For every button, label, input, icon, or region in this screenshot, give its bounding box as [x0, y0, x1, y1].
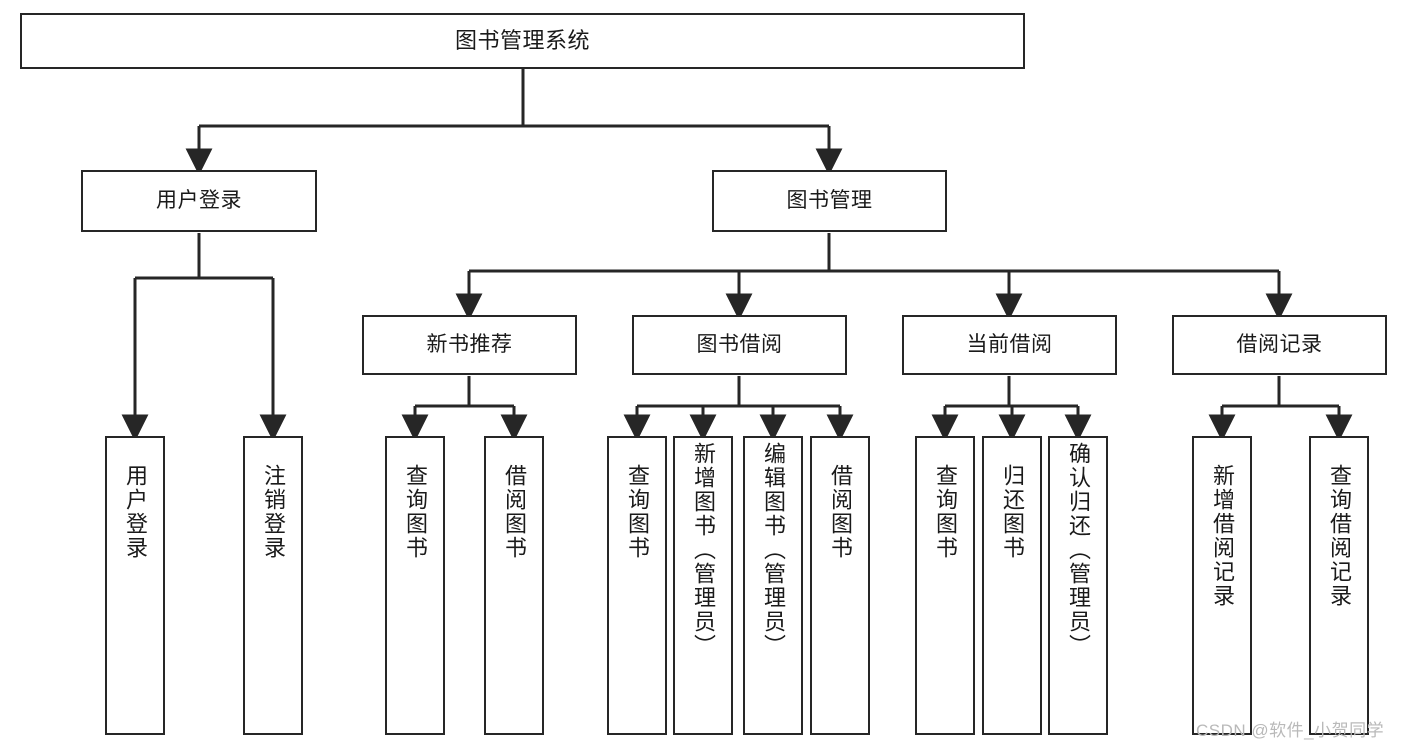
leaf-new-book-borrow-book[interactable]: 借阅图书	[484, 436, 544, 735]
leaf-book-borrow-borrow-book[interactable]: 借阅图书	[810, 436, 870, 735]
leaf-current-borrow-confirm-return-admin[interactable]: 确认归还（管理员）	[1048, 436, 1108, 735]
node-label: 注销登录	[261, 464, 286, 560]
node-label: 编辑图书（管理员）	[761, 442, 786, 658]
node-label: 查询图书	[625, 464, 650, 560]
node-label: 确认归还（管理员）	[1066, 442, 1091, 658]
leaf-new-book-query-book[interactable]: 查询图书	[385, 436, 445, 735]
node-borrow-record[interactable]: 借阅记录	[1172, 315, 1387, 375]
node-label: 图书借阅	[696, 332, 783, 356]
node-label: 图书管理系统	[454, 28, 590, 54]
node-user-login[interactable]: 用户登录	[81, 170, 317, 232]
node-label: 新增借阅记录	[1210, 464, 1235, 608]
node-label: 查询图书	[933, 464, 958, 560]
node-label: 用户登录	[156, 188, 242, 212]
node-label: 借阅记录	[1236, 332, 1323, 356]
leaf-current-borrow-query-book[interactable]: 查询图书	[915, 436, 975, 735]
leaf-borrow-record-query-record[interactable]: 查询借阅记录	[1309, 436, 1369, 735]
node-book-management[interactable]: 图书管理	[712, 170, 947, 232]
leaf-borrow-record-add-record[interactable]: 新增借阅记录	[1192, 436, 1252, 735]
leaf-book-borrow-edit-book-admin[interactable]: 编辑图书（管理员）	[743, 436, 803, 735]
node-label: 借阅图书	[828, 464, 853, 560]
node-label: 归还图书	[1000, 464, 1025, 560]
node-book-borrow[interactable]: 图书借阅	[632, 315, 847, 375]
node-label: 借阅图书	[502, 464, 527, 560]
node-label: 查询借阅记录	[1327, 464, 1352, 608]
node-label: 当前借阅	[966, 332, 1053, 356]
node-label: 用户登录	[123, 464, 148, 560]
leaf-book-borrow-query-book[interactable]: 查询图书	[607, 436, 667, 735]
leaf-current-borrow-return-book[interactable]: 归还图书	[982, 436, 1042, 735]
node-label: 图书管理	[786, 188, 873, 212]
leaf-book-borrow-add-book-admin[interactable]: 新增图书（管理员）	[673, 436, 733, 735]
node-label: 查询图书	[403, 464, 428, 560]
node-new-book-recommend[interactable]: 新书推荐	[362, 315, 577, 375]
node-current-borrow[interactable]: 当前借阅	[902, 315, 1117, 375]
leaf-user-login-signin[interactable]: 用户登录	[105, 436, 165, 735]
node-label: 新书推荐	[426, 332, 513, 356]
node-root-book-management-system[interactable]: 图书管理系统	[20, 13, 1025, 69]
leaf-user-login-signout[interactable]: 注销登录	[243, 436, 303, 735]
csdn-watermark: CSDN @软件_小贺同学	[1196, 721, 1385, 740]
node-label: 新增图书（管理员）	[691, 442, 716, 658]
